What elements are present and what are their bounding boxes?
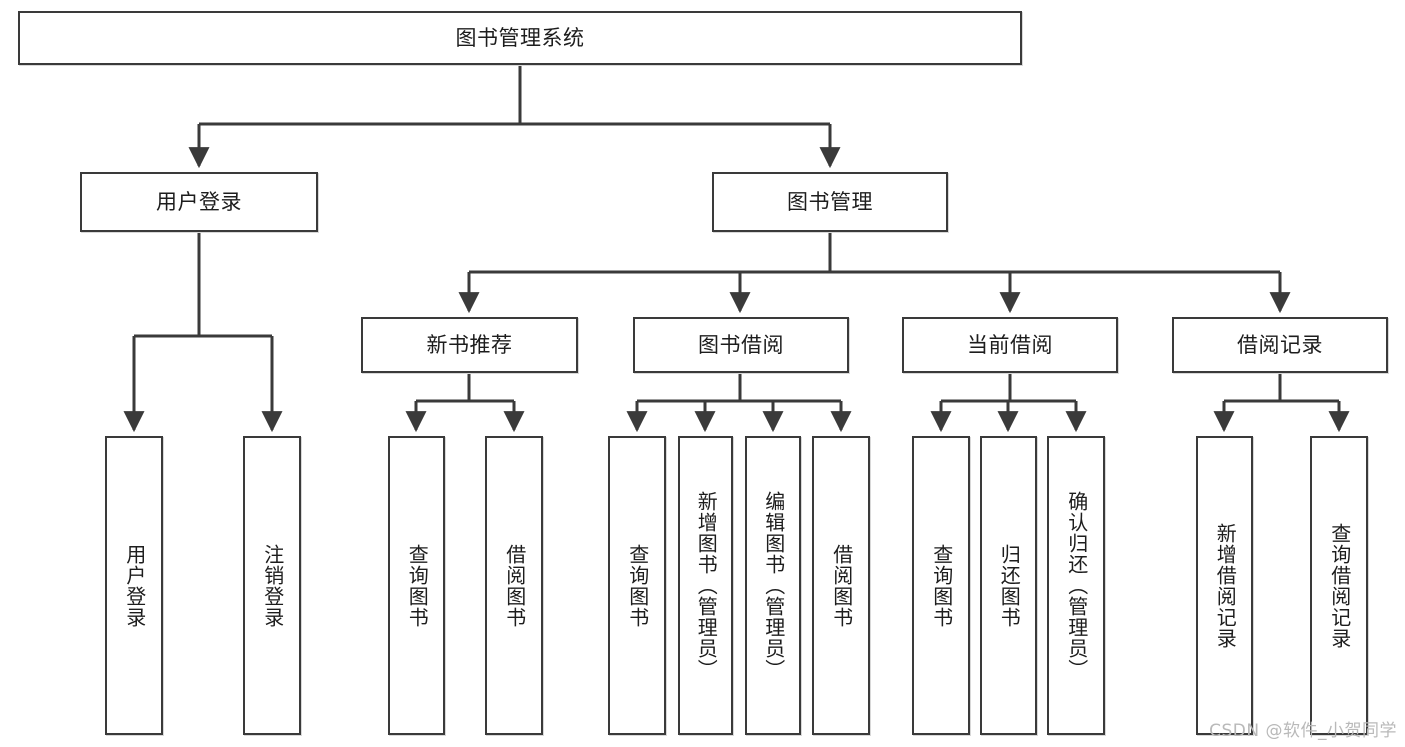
node-borrow-record-label: 借阅记录 [1237,332,1323,357]
node-current-borrow[interactable]: 当前借阅 [902,317,1118,373]
leaf-borrow-book-1-label: 借阅图书 [502,543,527,628]
leaf-logout-label: 注销登录 [260,543,285,628]
node-book-borrow[interactable]: 图书借阅 [633,317,849,373]
leaf-add-book-label: 新增图书（管理员） [694,491,719,680]
node-root[interactable]: 图书管理系统 [18,11,1022,65]
node-root-label: 图书管理系统 [455,25,585,50]
leaf-query-book-2-label: 查询图书 [625,543,650,628]
leaf-user-login-label: 用户登录 [122,543,147,628]
leaf-return-book-label: 归还图书 [997,543,1022,628]
node-current-borrow-label: 当前借阅 [967,332,1053,357]
leaf-borrow-book-2[interactable]: 借阅图书 [812,436,870,735]
leaf-borrow-book-2-label: 借阅图书 [829,543,854,628]
leaf-return-book[interactable]: 归还图书 [980,436,1037,735]
node-borrow-record[interactable]: 借阅记录 [1172,317,1388,373]
node-book-manage[interactable]: 图书管理 [712,172,948,232]
leaf-query-record[interactable]: 查询借阅记录 [1310,436,1368,735]
leaf-edit-book[interactable]: 编辑图书（管理员） [745,436,801,735]
watermark-text: CSDN @软件_小贺同学 [1209,721,1397,741]
leaf-query-book-1-label: 查询图书 [405,543,430,628]
leaf-query-book-2[interactable]: 查询图书 [608,436,666,735]
leaf-user-login[interactable]: 用户登录 [105,436,163,735]
node-user-login-label: 用户登录 [156,189,242,214]
leaf-confirm-return[interactable]: 确认归还（管理员） [1047,436,1105,735]
node-new-book-recommend-label: 新书推荐 [426,332,513,357]
node-new-book-recommend[interactable]: 新书推荐 [361,317,578,373]
leaf-logout[interactable]: 注销登录 [243,436,301,735]
node-book-borrow-label: 图书借阅 [698,332,784,357]
node-user-login[interactable]: 用户登录 [80,172,318,232]
leaf-query-record-label: 查询借阅记录 [1327,522,1352,649]
leaf-confirm-return-label: 确认归还（管理员） [1064,491,1089,680]
leaf-query-book-3-label: 查询图书 [929,543,954,628]
leaf-query-book-3[interactable]: 查询图书 [912,436,970,735]
leaf-query-book-1[interactable]: 查询图书 [388,436,445,735]
leaf-edit-book-label: 编辑图书（管理员） [761,491,786,680]
leaf-add-book[interactable]: 新增图书（管理员） [678,436,733,735]
node-book-manage-label: 图书管理 [787,189,873,214]
leaf-add-record-label: 新增借阅记录 [1213,522,1238,649]
leaf-borrow-book-1[interactable]: 借阅图书 [485,436,543,735]
leaf-add-record[interactable]: 新增借阅记录 [1196,436,1253,735]
